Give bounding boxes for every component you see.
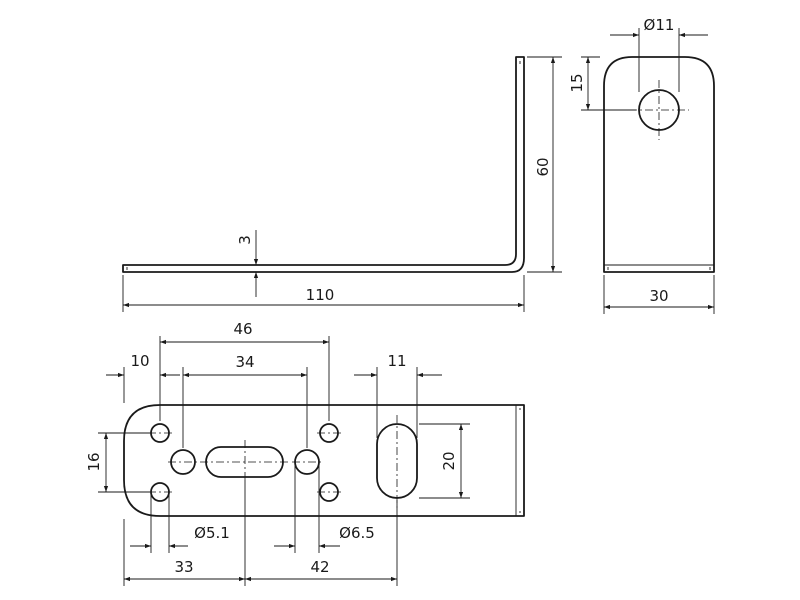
dim-33-label: 33	[174, 558, 193, 576]
end-view: Ø11 15 30	[568, 16, 715, 314]
end-view-outline	[603, 56, 715, 273]
dim-6-5-label: Ø6.5	[339, 524, 375, 542]
side-view: 110 60 3	[122, 56, 562, 312]
dim-5-1-label: Ø5.1	[194, 524, 230, 542]
dim-hole-11-label: Ø11	[644, 16, 675, 34]
dim-110-label: 110	[306, 286, 335, 304]
dim-60-label: 60	[534, 157, 552, 176]
dim-15-label: 15	[568, 73, 586, 92]
dim-46-label: 46	[233, 320, 252, 338]
dim-34-label: 34	[235, 353, 254, 371]
plan-view: 46 10 34 11 16 20 Ø5.1	[85, 320, 525, 586]
dim-42-label: 42	[310, 558, 329, 576]
dim-30-label: 30	[649, 287, 668, 305]
dim-16-label: 16	[85, 452, 103, 471]
l-profile-outline	[122, 56, 525, 273]
dim-3-label: 3	[236, 235, 254, 245]
plan-view-outline	[123, 404, 525, 517]
dim-10-label: 10	[130, 352, 149, 370]
dim-20-label: 20	[440, 451, 458, 470]
dim-slot-11-label: 11	[387, 352, 406, 370]
